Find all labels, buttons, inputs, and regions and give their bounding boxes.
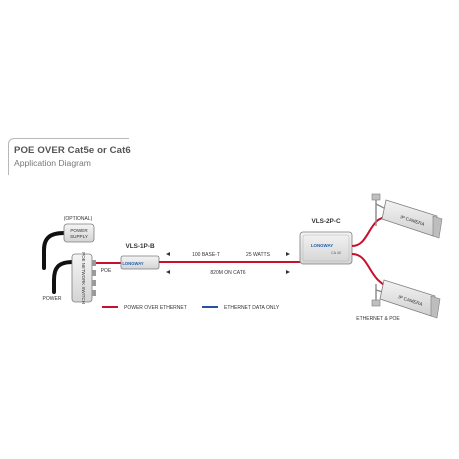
legend: POWER OVER ETHERNET ETHERNET DATA ONLY [102, 305, 280, 311]
vls-1p-b-device: LONGWAY [120, 255, 160, 270]
ethernet-poe-label: ETHERNET & POE [356, 316, 400, 322]
ip-camera-bottom: IP CAMERA [371, 279, 441, 319]
watts-label: 25 WATTS [246, 252, 271, 258]
optional-label: (OPTIONAL) [64, 216, 93, 222]
poe-network-switch: POE NETWORK SWITCH [71, 252, 96, 304]
vls-2p-c-sublabel: CA 40 [331, 251, 341, 255]
base-t-label: 100 BASE-T [192, 252, 220, 258]
poe-cable-to-bottom-camera [351, 253, 393, 293]
legend-label-poe: POWER OVER ETHERNET [124, 305, 187, 311]
power-label: POWER [43, 296, 62, 302]
power-supply-label-2: SUPPLY [70, 234, 88, 239]
power-supply-cord [42, 231, 66, 270]
vls-2p-c-label: VLS-2P-C [311, 218, 341, 225]
poe-cable-to-top-camera [351, 211, 395, 247]
switch-power-cord [52, 260, 75, 294]
poe-switch-label: POE NETWORK SWITCH [81, 252, 86, 303]
watts-arrow-right [286, 252, 290, 256]
vls-1p-b-label: VLS-1P-B [125, 243, 155, 250]
ip-camera-top: IP CAMERA [371, 193, 443, 239]
diagram-title: POE OVER Cat5e or Cat6 [14, 145, 131, 156]
distance-label: 820M ON CAT6 [210, 270, 245, 276]
diagram-subtitle: Application Diagram [14, 158, 91, 168]
title-bracket [8, 138, 129, 175]
vls-1p-b-brand: LONGWAY [122, 261, 143, 266]
legend-label-data: ETHERNET DATA ONLY [224, 305, 280, 311]
poe-label: POE [101, 268, 112, 274]
vls-2p-c-device: LONGWAY CA 40 [299, 231, 353, 265]
power-supply-label-1: POWER [70, 228, 88, 233]
distance-arrow-left [166, 270, 170, 274]
distance-arrow-right [286, 270, 290, 274]
base-t-arrow-left [166, 252, 170, 256]
vls-2p-c-brand: LONGWAY [311, 243, 333, 248]
power-supply: POWER SUPPLY [63, 223, 95, 243]
